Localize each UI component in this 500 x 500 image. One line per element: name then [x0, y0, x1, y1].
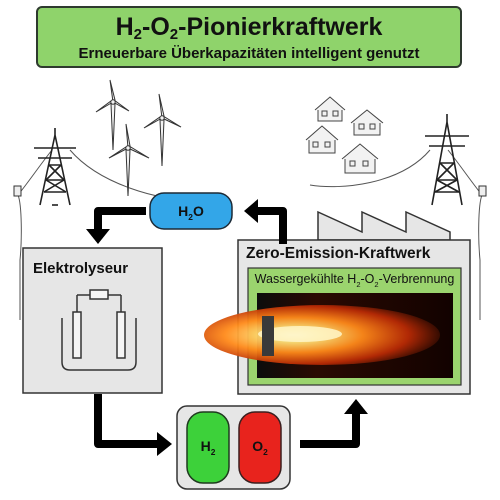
- pylon-icon: [34, 128, 76, 206]
- power-plant-title: Zero-Emission-Kraftwerk: [246, 245, 431, 262]
- electrolyser-panel: [22, 247, 163, 394]
- wind-turbine-icon: [143, 93, 182, 167]
- o2-label: O2: [252, 438, 268, 457]
- electrolyser-label: Elektrolyseur: [33, 260, 129, 277]
- title-banner: H2-O2-Pionierkraftwerk Erneuerbare Überk…: [36, 6, 462, 68]
- page-title: H2-O2-Pionierkraftwerk: [115, 13, 383, 43]
- h2-label: H2: [200, 438, 216, 457]
- water-tank-label: H2O: [178, 203, 204, 222]
- house-icon: [314, 96, 346, 122]
- flame-icon: [204, 305, 440, 365]
- wind-turbine-icon: [108, 123, 150, 197]
- arrow-heads: [86, 199, 368, 456]
- combustion-caption: Wassergekühlte H2-O2-Verbrennung: [254, 272, 455, 289]
- pylon-insulator-icon: [478, 185, 487, 197]
- house-icon: [305, 125, 339, 154]
- electrolysis-cell-icon: [61, 289, 137, 371]
- wind-turbine-icon: [95, 79, 130, 151]
- flow-arrows: [94, 207, 360, 448]
- page-subtitle: Erneuerbare Überkapazitäten intelligent …: [78, 45, 420, 62]
- o2-tank: [238, 411, 282, 484]
- h2-tank: [186, 411, 230, 484]
- house-icon: [350, 109, 384, 136]
- house-icon: [341, 143, 379, 174]
- water-tank: [149, 192, 233, 230]
- pylon-insulator-icon: [13, 185, 22, 197]
- pylon-icon: [425, 114, 469, 206]
- factory-roof-icon: [317, 210, 451, 241]
